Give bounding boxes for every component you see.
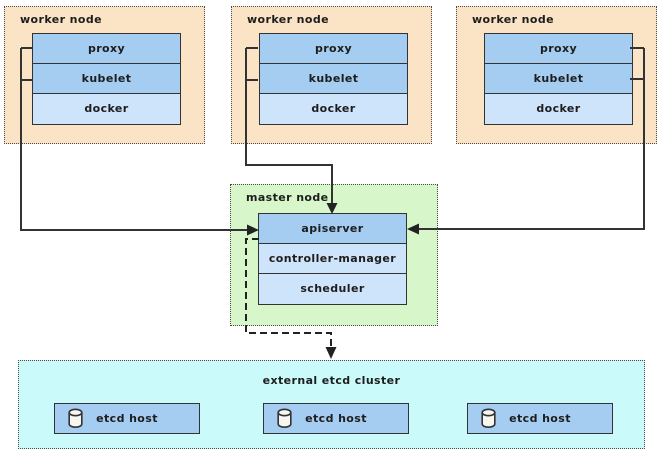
etcd-host-label: etcd host	[509, 412, 571, 425]
controller-manager-box: controller-manager	[259, 244, 406, 274]
etcd-host-box: etcd host	[54, 403, 200, 434]
docker-box: docker	[260, 94, 407, 124]
kubelet-box: kubelet	[33, 64, 180, 94]
etcd-host-label: etcd host	[305, 412, 367, 425]
docker-box: docker	[485, 94, 632, 124]
database-cylinder-icon	[276, 408, 293, 432]
master-node: master node apiserver controller-manager…	[230, 184, 438, 326]
proxy-box: proxy	[260, 34, 407, 64]
worker-node-components: proxy kubelet docker	[484, 33, 633, 125]
worker-node-2: worker node proxy kubelet docker	[231, 6, 432, 144]
etcd-cluster-title: external etcd cluster	[262, 374, 401, 387]
arrowhead-down-icon	[325, 347, 337, 359]
worker-node-title: worker node	[472, 13, 555, 26]
master-node-title: master node	[246, 191, 329, 204]
worker-node-components: proxy kubelet docker	[259, 33, 408, 125]
kubelet-box: kubelet	[485, 64, 632, 94]
kubelet-box: kubelet	[260, 64, 407, 94]
worker-node-title: worker node	[20, 13, 103, 26]
worker-node-3: worker node proxy kubelet docker	[456, 6, 657, 144]
proxy-box: proxy	[485, 34, 632, 64]
master-node-components: apiserver controller-manager scheduler	[258, 213, 407, 305]
etcd-host-box: etcd host	[263, 403, 409, 434]
etcd-host-label: etcd host	[96, 412, 158, 425]
database-cylinder-icon	[67, 408, 84, 432]
worker-node-1: worker node proxy kubelet docker	[4, 6, 205, 144]
scheduler-box: scheduler	[259, 274, 406, 304]
database-cylinder-icon	[480, 408, 497, 432]
etcd-host-box: etcd host	[467, 403, 613, 434]
proxy-box: proxy	[33, 34, 180, 64]
docker-box: docker	[33, 94, 180, 124]
external-etcd-cluster: external etcd cluster etcd host etcd hos…	[18, 360, 645, 449]
worker-node-components: proxy kubelet docker	[32, 33, 181, 125]
worker-node-title: worker node	[247, 13, 330, 26]
apiserver-box: apiserver	[259, 214, 406, 244]
